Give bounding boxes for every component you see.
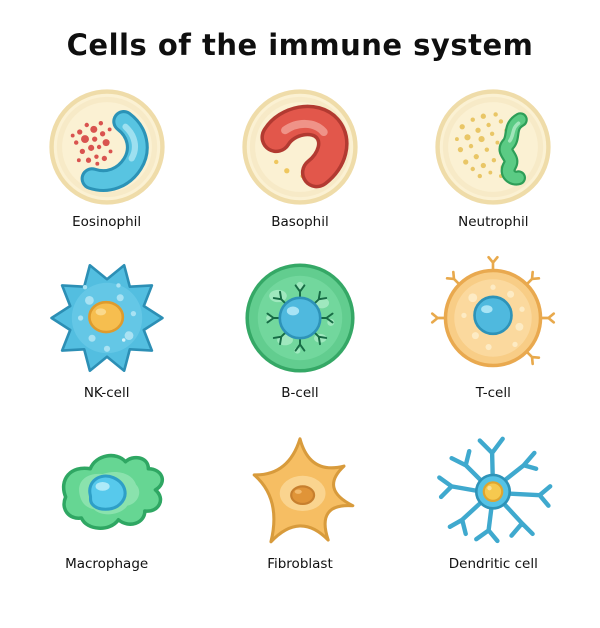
nk-cell-illustration <box>49 264 164 373</box>
cell-label: Eosinophil <box>72 214 142 231</box>
eosinophil-nucleus <box>80 110 149 193</box>
cell-label: Dendritic cell <box>448 556 538 573</box>
cell-label: NK-cell <box>83 385 130 402</box>
page-title: Cells of the immune system <box>66 28 534 62</box>
b-nucleus <box>278 296 322 340</box>
basophil-illustration <box>242 89 358 206</box>
b-cell-illustration <box>245 263 355 373</box>
nk-nucleus <box>87 301 124 334</box>
fibroblast-nucleus <box>290 485 316 506</box>
eosinophil-granules <box>70 121 113 167</box>
macrophage-illustration <box>61 454 164 531</box>
cell-nk: NK-cell <box>41 252 173 401</box>
cell-label: Basophil <box>271 214 329 231</box>
neutrophil-nucleus <box>498 112 529 186</box>
cell-neutrophil: Neutrophil <box>427 81 559 230</box>
macrophage-nucleus <box>87 474 127 512</box>
dendritic-nucleus <box>482 481 504 503</box>
basophil-nucleus <box>260 105 349 189</box>
neutrophil-illustration <box>435 89 551 206</box>
dendritic-cell-illustration <box>437 437 553 544</box>
cell-basophil: Basophil <box>234 81 366 230</box>
cell-label: Fibroblast <box>267 556 333 573</box>
cell-label: Macrophage <box>65 556 149 573</box>
cell-eosinophil: Eosinophil <box>41 81 173 230</box>
cell-label: B-cell <box>281 385 319 402</box>
cell-label: T-cell <box>475 385 511 402</box>
cell-label: Neutrophil <box>458 214 529 231</box>
neutrophil-granules <box>455 112 514 179</box>
cell-grid: Eosinophil Basophil <box>0 81 600 572</box>
t-nucleus <box>473 295 514 336</box>
t-cell-illustration <box>431 256 556 368</box>
cell-macrophage: Macrophage <box>41 423 173 572</box>
fibroblast-illustration <box>252 437 355 544</box>
dendritic-branches <box>437 437 553 544</box>
eosinophil-illustration <box>49 89 165 206</box>
cell-b: B-cell <box>234 252 366 401</box>
cell-t: T-cell <box>427 252 559 401</box>
t-bubbles <box>461 284 525 351</box>
cell-fibroblast: Fibroblast <box>234 423 366 572</box>
cell-dendritic: Dendritic cell <box>427 423 559 572</box>
